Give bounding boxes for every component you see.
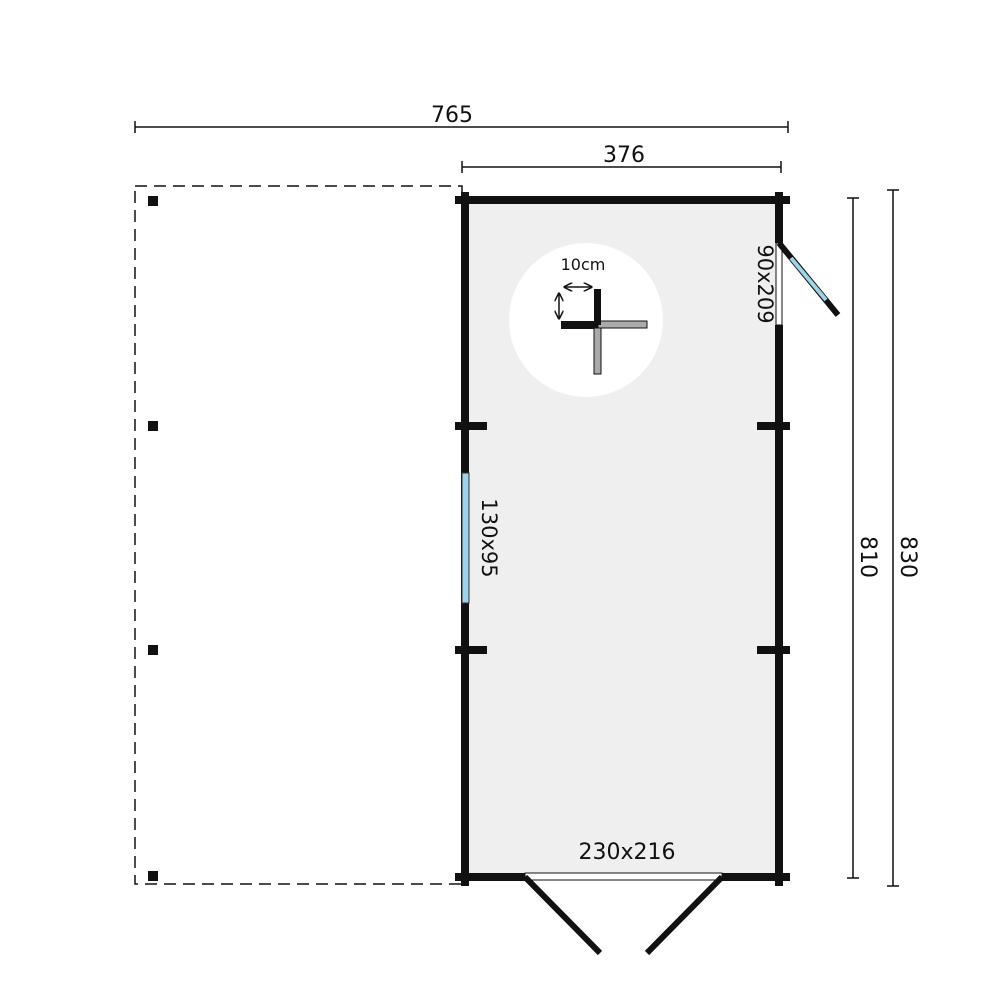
side-window: 130x95 [461, 472, 501, 604]
dimension-label: 376 [603, 143, 645, 168]
dimension-inner-depth: 810 [847, 197, 880, 879]
dimension-total-width: 765 [134, 103, 789, 133]
dimension-label: 830 [895, 536, 920, 578]
dimension-label: 810 [855, 536, 880, 578]
door-size-label: 230x216 [578, 840, 675, 865]
window-size-label: 130x95 [477, 498, 501, 577]
post [148, 421, 158, 431]
dimension-label: 765 [431, 103, 473, 128]
canopy-outline [134, 185, 463, 885]
post [148, 196, 158, 206]
dimension-total-depth: 830 [887, 189, 920, 887]
door-size-label: 90x209 [753, 244, 777, 323]
post [148, 645, 158, 655]
legend-label: 10cm [561, 255, 606, 274]
dimension-cabin-width: 376 [461, 143, 782, 173]
post [148, 871, 158, 881]
cabin-walls [455, 192, 790, 886]
wall-thickness-legend: 10cm [509, 243, 663, 397]
double-door: 230x216 [522, 840, 725, 956]
side-door: 90x209 [753, 241, 841, 326]
